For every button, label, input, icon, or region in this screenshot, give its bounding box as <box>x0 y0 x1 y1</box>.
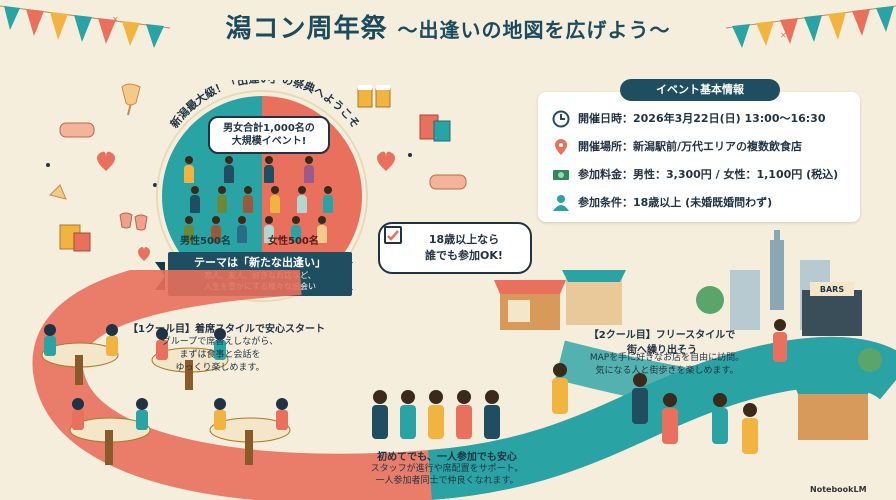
section1-desc3: ゆっくり楽しめます。 <box>175 363 265 373</box>
speech-line1: 18歳以上なら <box>428 233 500 246</box>
info-row-datetime: 開催日時：2026年3月22日(日) 13:00〜16:30 <box>552 108 852 130</box>
bars-sign: BARS <box>820 285 844 294</box>
speech-line2: 誰でも参加OK! <box>425 249 503 262</box>
svg-text:✕: ✕ <box>780 31 787 40</box>
total-line2: 大規模イベント! <box>231 136 307 147</box>
section1-desc1: グループで席替えしながら、 <box>161 337 279 347</box>
male-person <box>224 156 234 184</box>
female-person <box>323 186 334 214</box>
town-scene: BARS <box>494 230 882 454</box>
section1-desc: グループで席替えしながら、 まずは食事と会話を ゆっくり楽しめます。 <box>150 336 290 375</box>
person-icon <box>553 195 569 211</box>
checkbox-icon <box>384 226 402 244</box>
info-row-condition: 参加条件：18歳以上 (未婚既婚問わず) <box>552 192 852 214</box>
female-person <box>264 156 274 184</box>
handshake-icon <box>429 174 467 190</box>
section1-title: 【1クール目】着席スタイルで安心スタート <box>128 324 325 335</box>
female-person <box>270 186 280 214</box>
section1-desc2: まずは食事と会話を <box>179 350 261 360</box>
male-person <box>210 216 221 244</box>
info-row-venue: 開催場所：新潟駅前/万代エリアの複数飲食店 <box>552 136 852 158</box>
male-count: 男性500名 <box>180 236 231 247</box>
female-person <box>264 216 274 244</box>
road-path <box>32 270 896 500</box>
svg-text:✕: ✕ <box>112 15 119 24</box>
wine-glasses-icon <box>119 212 148 231</box>
age-speech-bubble: 18歳以上なら 誰でも参加OK! <box>378 222 532 274</box>
bottom-line1: 初めてでも、一人参加でも安心 <box>377 452 517 463</box>
info-row-fee: 参加料金：男性：3,300円 / 女性：1,100円 (税込) <box>552 164 852 186</box>
female-person <box>317 216 328 244</box>
shop-right-bars: BARS <box>802 282 862 336</box>
info-fee-text: 参加料金：男性：3,300円 / 女性：1,100円 (税込) <box>578 168 839 181</box>
section2-desc1: MAPを手に好きなお店を自由に訪問。 <box>589 353 745 363</box>
female-person <box>296 186 307 214</box>
decor-icons-right <box>357 85 467 190</box>
map-pin-icon <box>555 139 567 155</box>
shopping-bags-icon <box>419 114 451 142</box>
handshake-icon <box>59 122 95 138</box>
shop-bottom-right <box>792 380 874 440</box>
decor-icons-left <box>46 83 157 261</box>
beginner-friendly-note: 初めてでも、一人参加でも安心 スタッフが進行や席配置をサポート。 一人参加者同士… <box>332 448 562 487</box>
wine-toast-icon <box>49 184 67 200</box>
section2-desc: MAPを手に好きなお店を自由に訪問。 気になる人と街歩きを楽しめます。 <box>587 352 747 378</box>
shop-left <box>494 280 566 330</box>
bottom-line2: スタッフが進行や席配置をサポート。 <box>370 464 524 474</box>
total-line1: 男女合計1,000名の <box>223 123 315 134</box>
trees <box>696 286 882 372</box>
shopping-bags-icon <box>59 224 91 252</box>
seated-tables-scene <box>41 324 291 465</box>
info-condition-text: 参加条件：18歳以上 (未婚既婚問わず) <box>578 196 773 209</box>
total-participants-bubble: 男女合計1,000名の 大規模イベント! <box>208 116 330 154</box>
title-subtitle: 〜出逢いの地図を広げよう〜 <box>397 18 671 42</box>
bunting-decoration: ✕ ✕ <box>0 5 896 48</box>
notebooklm-credit: NotebookLM <box>810 485 867 494</box>
bottom-line3: 一人参加者同士で仲良くなれます。 <box>375 476 519 486</box>
money-icon <box>553 170 569 180</box>
info-heading: イベント基本情報 <box>620 79 780 101</box>
male-person <box>216 186 227 214</box>
female-person <box>290 216 301 244</box>
heart-icon <box>377 151 395 171</box>
info-card <box>538 92 860 222</box>
section2-title1: 【2クール目】フリースタイルで <box>588 330 736 341</box>
male-person <box>190 186 200 214</box>
beer-mugs-icon <box>357 85 391 108</box>
info-datetime-text: 開催日時：2026年3月22日(日) 13:00〜16:30 <box>578 112 826 125</box>
page-title: 潟コン周年祭 〜出逢いの地図を広げよう〜 <box>0 8 896 45</box>
welcome-group-scene <box>372 390 500 439</box>
title-main: 潟コン周年祭 <box>225 14 388 44</box>
ribbon-theme: テーマは「新たな出逢い」 <box>194 256 326 269</box>
section2-title2: 街へ繰り出そう <box>627 345 697 356</box>
female-person <box>304 156 314 184</box>
heart-icon <box>97 151 115 171</box>
male-person <box>184 156 194 184</box>
section2-title: 【2クール目】フリースタイルで 街へ繰り出そう <box>587 326 737 356</box>
female-count: 女性500名 <box>268 236 319 247</box>
section2-desc2: 気になる人と街歩きを楽しめます。 <box>595 366 739 376</box>
clock-icon <box>552 110 570 128</box>
male-person <box>184 216 194 244</box>
champagne-icon <box>121 83 141 116</box>
heart-icon <box>138 247 150 261</box>
shop-middle <box>562 270 626 325</box>
male-person <box>237 216 248 244</box>
male-person <box>243 186 254 214</box>
info-venue-text: 開催場所：新潟駅前/万代エリアの複数飲食店 <box>578 140 803 153</box>
